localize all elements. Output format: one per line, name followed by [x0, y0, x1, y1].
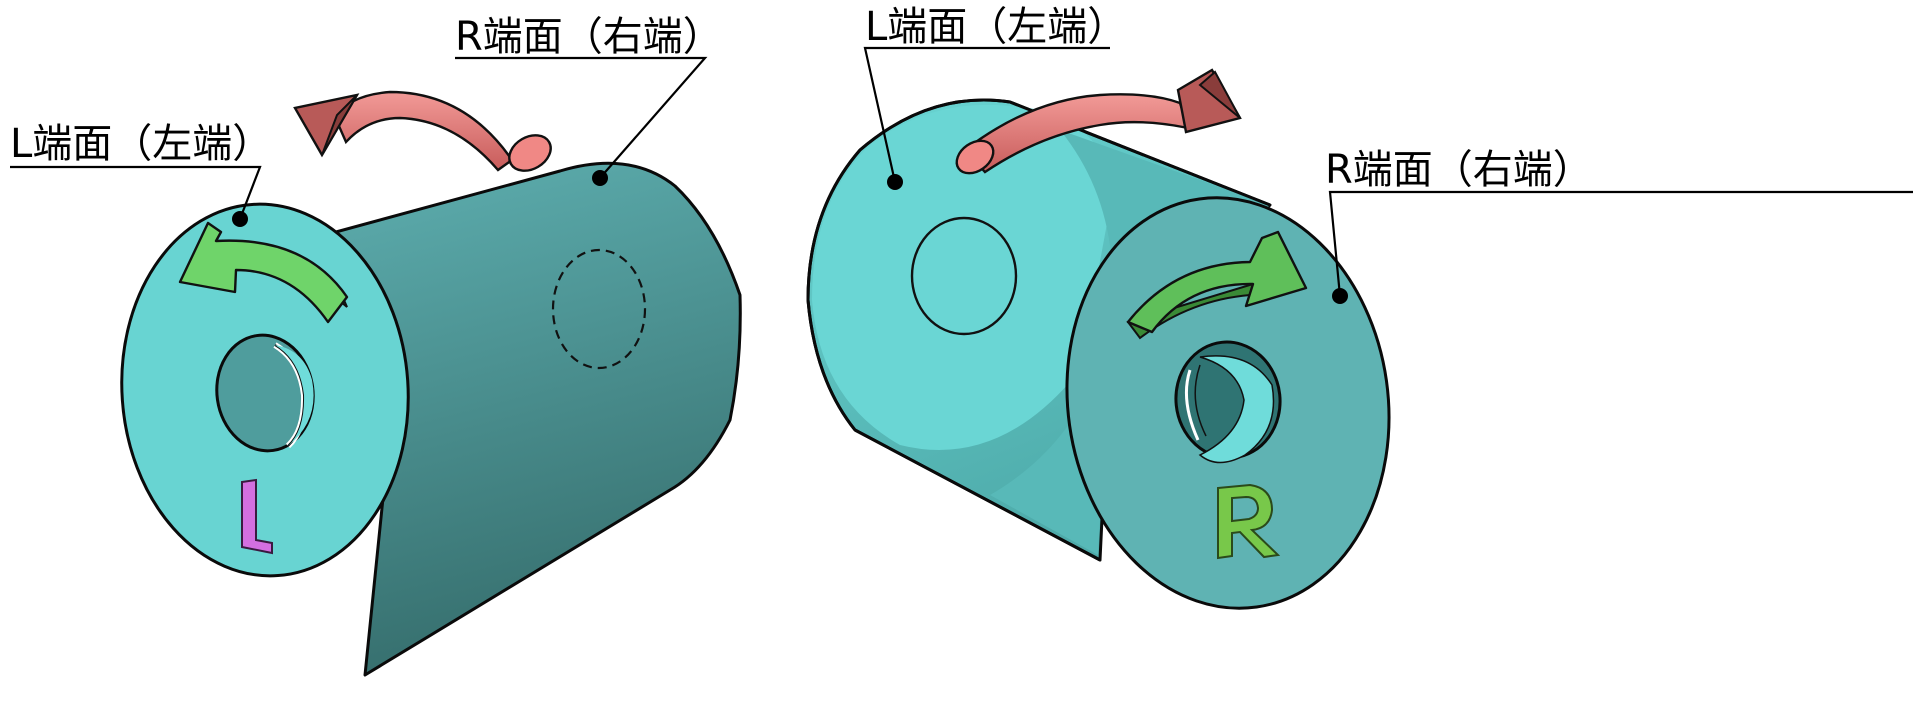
left-bore-hole	[215, 333, 315, 453]
right-bore-hole	[1174, 340, 1282, 464]
right-l-face-leader	[863, 46, 1110, 183]
right-green-face-arrow	[1126, 230, 1308, 340]
left-face-letter-l: L	[241, 478, 273, 555]
left-hidden-face-circle	[551, 248, 647, 370]
left-r-face-label: R端面（右端）	[455, 14, 723, 60]
right-r-face-leader	[1328, 190, 1913, 297]
right-l-face-circle	[910, 216, 1018, 336]
left-red-rotation-arrow	[293, 90, 552, 172]
right-face-letter-r: R	[1217, 483, 1281, 560]
left-l-face-label: L端面（左端）	[10, 121, 272, 167]
left-cylinder-view: L R端面（右端） L端面（左端）	[10, 14, 742, 677]
right-l-face-label: L端面（左端）	[865, 4, 1127, 50]
left-green-face-arrow	[178, 221, 349, 324]
right-red-rotation-arrow	[955, 68, 1242, 175]
left-l-face-leader	[10, 165, 262, 220]
right-l-face	[812, 104, 1115, 450]
left-r-face-leader	[455, 56, 708, 179]
right-r-face-label: R端面（右端）	[1325, 147, 1593, 193]
right-cylinder-view: R L端面（左端） R端面（右端）	[806, 4, 1913, 610]
